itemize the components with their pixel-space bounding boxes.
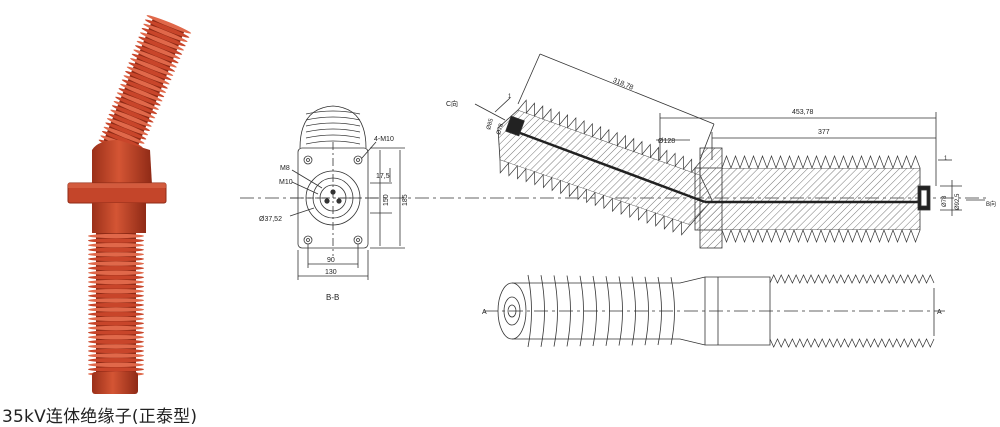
dim-90: 90: [327, 257, 335, 264]
shed: [146, 15, 192, 34]
shed: [88, 238, 144, 243]
shed: [111, 105, 154, 123]
dim-d128: Ø128: [658, 138, 675, 145]
shed: [113, 101, 156, 119]
shed: [128, 62, 172, 81]
shed: [135, 45, 179, 64]
dim-d37: Ø37,52: [259, 216, 282, 223]
shed: [88, 284, 144, 289]
shed: [88, 358, 144, 363]
shed: [88, 307, 144, 312]
bolt-hole: [353, 155, 363, 165]
shed: [120, 83, 163, 102]
dim-130: 130: [325, 269, 337, 276]
shed: [88, 321, 144, 326]
dim-d85: Ø85: [486, 117, 495, 130]
shed: [88, 302, 144, 308]
shed: [88, 256, 144, 262]
shed: [116, 92, 159, 110]
shed: [108, 113, 150, 132]
shed: [88, 367, 144, 372]
shed: [143, 23, 188, 43]
dim-318: 318,78: [612, 77, 635, 92]
shed: [139, 32, 184, 51]
insulator-neck: [92, 203, 146, 233]
dim-4-m10: 4-M10: [374, 136, 394, 143]
section-view-bb: [289, 105, 405, 280]
dim-150: 150: [383, 194, 390, 206]
shed: [125, 70, 168, 89]
shed: [110, 109, 152, 127]
product-caption: 35kV连体绝缘子(正泰型): [2, 407, 198, 427]
shed: [88, 330, 144, 335]
dim-1-right: 1: [944, 156, 948, 162]
external-view-labels: A A: [482, 309, 942, 316]
shed: [88, 289, 144, 294]
shed: [88, 348, 144, 354]
shed: [88, 247, 144, 252]
insulator-elbow: [92, 140, 152, 185]
dim-453: 453,78: [792, 109, 814, 116]
a-left-label: A: [482, 309, 487, 316]
insulator-photo: [67, 15, 192, 394]
section-view-labels: 4-M10 M8 M10 Ø37,52 17,5 150 185 90 130 …: [259, 136, 409, 302]
external-view: [484, 274, 945, 348]
shed: [141, 28, 186, 47]
shed: [88, 353, 144, 358]
dim-d78-left: Ø78: [496, 122, 505, 135]
shed: [88, 270, 144, 275]
shed: [88, 325, 144, 331]
shed: [131, 53, 175, 72]
lower-shed-stack: [88, 232, 144, 377]
a-right-label: A: [937, 309, 942, 316]
shed: [123, 75, 167, 93]
dim-d92: Ø92,5: [955, 193, 961, 210]
dim-17-5: 17,5: [376, 173, 390, 180]
shed: [88, 339, 144, 344]
bolt-hole: [303, 155, 313, 165]
dim-185: 185: [402, 194, 409, 206]
dim-377: 377: [818, 129, 830, 136]
side-section-view: [474, 53, 985, 249]
shed: [88, 266, 144, 271]
shed: [88, 275, 144, 280]
shed: [136, 40, 181, 59]
shed: [144, 19, 190, 38]
shed: [88, 335, 144, 340]
shed: [88, 233, 144, 239]
shed: [88, 243, 144, 248]
section-label-bb: B-B: [326, 293, 339, 302]
shed: [88, 298, 144, 303]
shed: [121, 79, 165, 98]
shed: [138, 36, 183, 55]
shed: [88, 344, 144, 349]
shed: [106, 118, 149, 136]
shed: [88, 316, 144, 321]
b-direction-label: B向: [986, 200, 996, 208]
shed: [103, 126, 145, 144]
shed: [88, 293, 144, 298]
shed: [130, 58, 174, 76]
shed: [88, 279, 144, 285]
c-direction-label: C向: [446, 99, 458, 108]
dim-m8: M8: [280, 165, 290, 172]
shed: [88, 362, 144, 367]
shed: [105, 122, 147, 140]
dim-d78-right: Ø78: [942, 195, 948, 207]
shed: [133, 49, 177, 68]
shed: [88, 312, 144, 317]
upper-shed-stack: [98, 15, 192, 161]
shed: [88, 252, 144, 257]
shed: [88, 261, 144, 266]
dim-m10: M10: [279, 179, 293, 186]
dim-1-left: 1: [508, 94, 512, 100]
shed: [115, 96, 158, 115]
shed: [101, 131, 143, 148]
shed: [118, 88, 161, 106]
shed: [126, 66, 170, 85]
insulator-bottom-cap: [92, 372, 138, 394]
